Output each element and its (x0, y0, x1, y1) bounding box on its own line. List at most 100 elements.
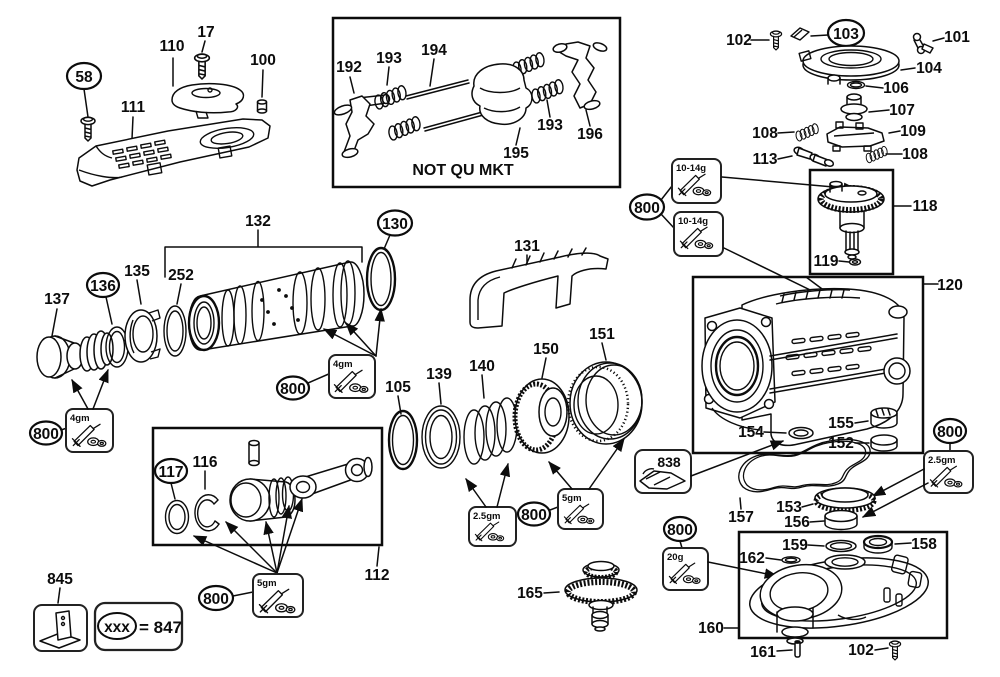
grease-label: 4gm (70, 413, 90, 424)
part-104-clutch-cover (798, 45, 900, 85)
part-161-pin (794, 640, 801, 658)
grease-box-10-14g-a: 10-14g (671, 158, 722, 204)
leader-58 (83, 88, 89, 118)
arrow-5gm-rod-small (276, 504, 292, 574)
arrow-5gm-151 (588, 438, 625, 490)
callout-195: 195 (503, 145, 529, 162)
group-cover-160: 159 158 162 160 161 102 (698, 530, 949, 661)
callout-165: 165 (517, 585, 543, 602)
oval-800-d (197, 584, 235, 612)
callout-252: 252 (168, 267, 194, 284)
group-right-grease: 800 2.5gm (861, 417, 974, 518)
group-mid-grease: 2.5gm 800 5gm (465, 438, 625, 547)
part-155-bearing (870, 407, 898, 429)
callout-838: 838 (657, 454, 681, 470)
callout-135: 135 (124, 263, 150, 280)
part-130-oring (365, 246, 397, 312)
leader-156 (809, 520, 825, 523)
part-139-ring (421, 405, 461, 469)
note-label: NOT QU MKT (412, 162, 514, 179)
callout-193b: 193 (537, 117, 563, 134)
leader-193b (546, 99, 551, 118)
leader-162 (765, 557, 782, 561)
group-top-right: 102 103 101 104 106 107 108 (726, 18, 970, 168)
callout-800g: 800 (667, 522, 693, 539)
callout-800d: 800 (203, 591, 229, 608)
arrow-25gm-139 (465, 478, 487, 508)
callout-800c: 800 (33, 426, 59, 443)
callout-800f: 800 (937, 424, 963, 441)
part-connecting-rod (289, 456, 373, 499)
grease-box-2-5gm-a: 2.5gm (468, 506, 517, 547)
spring-icon (386, 115, 423, 142)
leader-135 (136, 279, 142, 305)
part-117-oring (164, 499, 190, 535)
leader-155 (854, 420, 869, 424)
callout-194: 194 (421, 42, 447, 59)
part-131-cover (469, 247, 609, 329)
part-162-ring (781, 556, 801, 564)
leader-17 (201, 40, 206, 53)
part-137-striker (36, 330, 114, 379)
part-piston (229, 476, 296, 522)
part-195-selector-block (471, 63, 533, 126)
callout-193a: 193 (376, 50, 402, 67)
grease-label: 10-14g (676, 163, 706, 174)
bracket-132 (164, 229, 363, 278)
group-legend: 845 xxx = 847 (33, 571, 184, 652)
part-192-bracket (333, 93, 391, 159)
part-101-contact (912, 32, 934, 55)
grease-label: 10-14g (678, 216, 708, 227)
leader-194 (429, 58, 435, 87)
callout-119: 119 (813, 253, 838, 270)
leader-107 (868, 109, 890, 113)
group-box-120 (691, 275, 925, 455)
leader-104 (900, 67, 916, 71)
arrow-4gm-oring130 (374, 307, 385, 357)
callout-117: 117 (158, 464, 183, 481)
callout-110: 110 (159, 38, 184, 55)
callout-58: 58 (75, 69, 93, 86)
leader-159 (807, 544, 825, 547)
spring-icon (864, 145, 890, 164)
group-box-112 (151, 426, 384, 547)
part-196-bracket (552, 41, 608, 111)
part-845-nameplate-box (33, 604, 88, 652)
callout-106: 106 (883, 80, 909, 97)
callout-800b: 800 (280, 381, 306, 398)
callout-132: 132 (245, 213, 271, 230)
grease-label: 5gm (562, 493, 582, 504)
group-box-160 (737, 530, 949, 640)
callout-120: 120 (937, 277, 963, 294)
grease-label: 2.5gm (928, 455, 955, 466)
part-153-crown-gear (813, 487, 877, 513)
grease-label: 4gm (333, 359, 353, 370)
group-165: 165 800 20g (517, 515, 779, 632)
part-103-brush (790, 27, 810, 41)
callout-159: 159 (782, 537, 808, 554)
part-105-oring (387, 409, 419, 471)
grease-box-10-14g-b: 10-14g (673, 211, 724, 257)
grease-box-5gm-b: 5gm (557, 488, 604, 530)
callout-153: 153 (776, 499, 802, 516)
callout-845: 845 (47, 571, 73, 588)
legend-equals-847: = 847 (139, 618, 182, 637)
part-110-cap (171, 82, 245, 119)
leader-108a (777, 131, 795, 134)
part-838-clip-box: 838 (634, 449, 692, 494)
group-gear-118: 800 10-14g 10-14g 119 118 (628, 158, 938, 307)
leader-252 (176, 283, 182, 305)
leader-112 (376, 546, 380, 567)
callout-800e: 800 (521, 507, 547, 524)
grease-box-4gm-a: 4gm (65, 408, 114, 453)
callout-161: 161 (750, 644, 776, 661)
callout-113: 113 (752, 151, 777, 168)
group-piston-112: 117 116 112 800 (151, 426, 390, 618)
callout-160: 160 (698, 620, 724, 637)
grease-label: 20g (667, 552, 684, 563)
leader-153 (801, 503, 814, 508)
callout-157: 157 (728, 509, 754, 526)
part-100-plug (256, 99, 268, 114)
part-194-rods (405, 79, 488, 132)
